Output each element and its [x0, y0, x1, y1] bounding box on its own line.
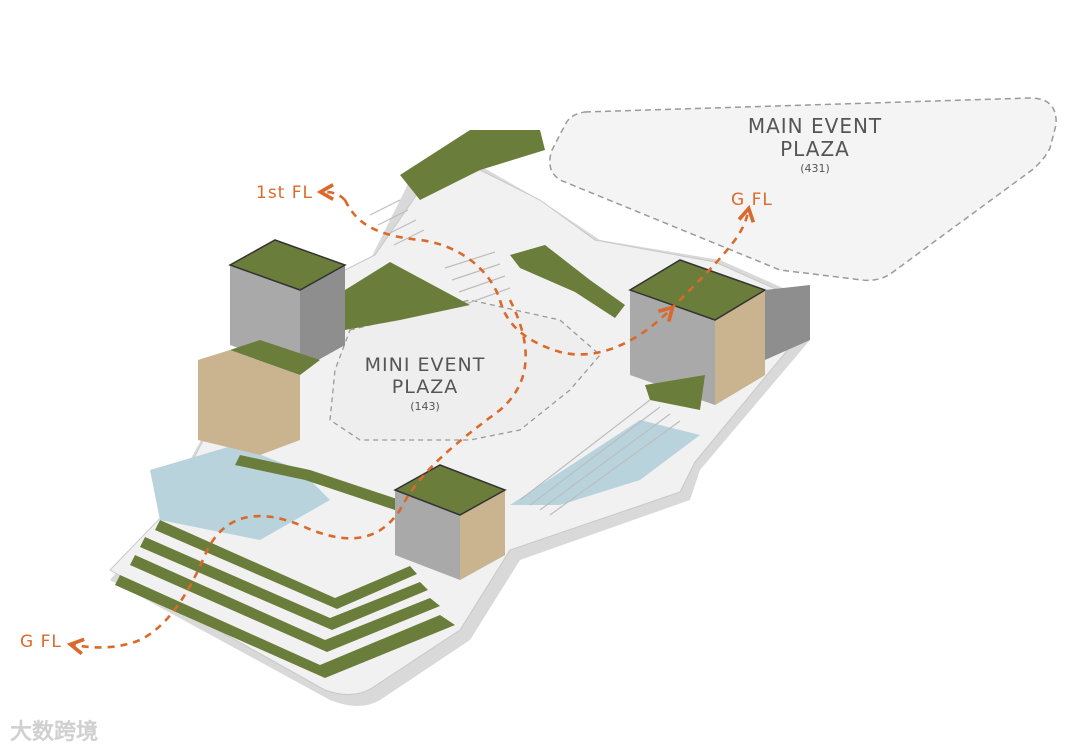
main-event-plaza-label: MAIN EVENT PLAZA (431): [730, 115, 900, 176]
green-ramp-upper: [400, 130, 545, 200]
route-1st-floor-arrow: [324, 192, 346, 201]
mini-event-plaza-area: [329, 299, 601, 441]
circulation-routes: [74, 192, 748, 647]
route-to-ground-left: [74, 299, 527, 647]
route-to-1st-floor: [343, 199, 670, 356]
ground-floor-label-left: G FL: [20, 632, 62, 652]
watermark-logo: 大数跨境: [10, 714, 98, 746]
mini-event-plaza-label: MINI EVENT PLAZA (143): [355, 354, 495, 413]
main-event-plaza-area: [549, 97, 1057, 282]
mini-plaza-name-line2: PLAZA: [391, 375, 459, 398]
ground-floor-label-right: G FL: [731, 190, 773, 210]
green-ramp-middle: [510, 245, 625, 318]
main-plaza-name-line2: PLAZA: [780, 137, 850, 161]
green-lawn-center: [345, 262, 470, 330]
watermark-text: 大数跨境: [10, 720, 99, 745]
route-to-ground-right: [669, 212, 748, 311]
mini-plaza-name-line1: MINI EVENT: [364, 354, 486, 376]
building-block-right: [628, 259, 810, 410]
mini-plaza-area: (143): [410, 399, 440, 413]
stairs-upper: [369, 199, 511, 305]
stairs-right: [519, 399, 681, 516]
main-plaza-area: (431): [800, 162, 830, 175]
first-floor-label: 1st FL: [256, 183, 313, 203]
building-block-left: [198, 239, 347, 455]
main-plaza-name-line1: MAIN EVENT: [747, 114, 883, 138]
terrace-steps-left: [115, 455, 455, 678]
